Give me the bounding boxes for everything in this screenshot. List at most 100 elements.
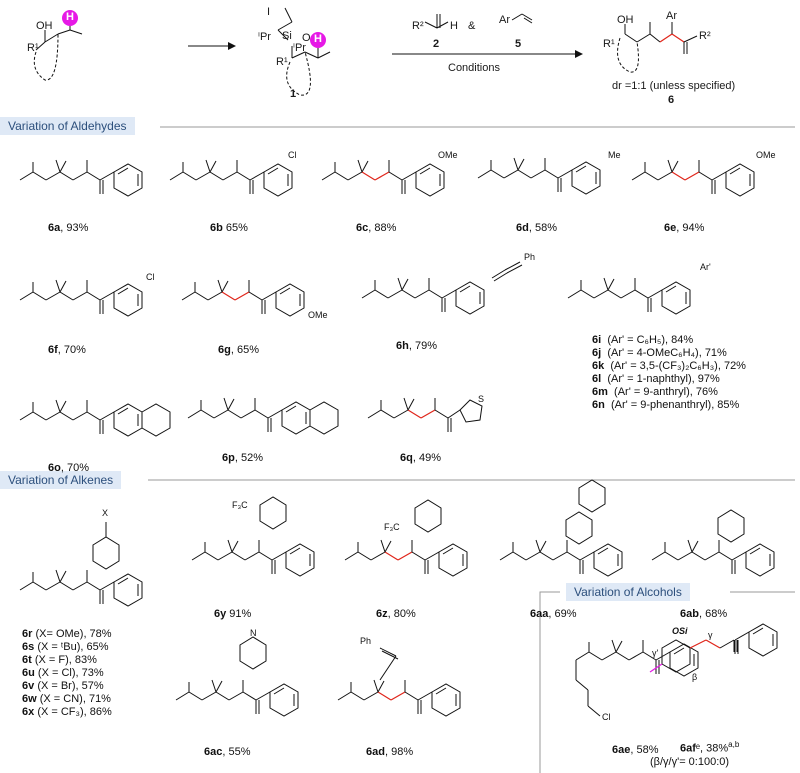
r2-label-6: R² [699,30,711,42]
label-6c: 6c, 88% [356,222,397,234]
osi-label: OSi [672,626,688,636]
compound-2-label: 2 [433,38,440,50]
ipr-label-2: ⁱPr [293,42,306,54]
label-6x: 6x (X = CF₃), 86% [22,706,112,718]
banner-aldehydes: Variation of Aldehydes [0,117,135,135]
alkene-list: 6r (X= OMe), 78% 6s (X = ᵗBu), 65% 6t (X… [22,628,112,719]
label-6n: 6n (Ar' = 9-phenanthryl), 85% [592,399,740,411]
sub-6z: F₃C [384,522,400,532]
label-6w: 6w (X = CN), 71% [22,693,111,705]
banner-alcohols: Variation of Alcohols [566,583,690,601]
ipr-label-1: ⁱPr [258,31,271,43]
label-6k: 6k (Ar' = 3,5-(CF₃)₂C₆H₃), 72% [592,360,746,372]
silyl-ether-structure [277,7,331,96]
ar-label-6: Ar [666,10,677,22]
label-6q: 6q, 49% [400,452,441,464]
label-6g: 6g, 65% [218,344,259,356]
H-highlight-2 [310,32,326,48]
label-6d: 6d, 58% [516,222,557,234]
label-6u: 6u (X = Cl), 73% [22,667,104,679]
structure-6q [367,397,483,432]
label-6v: 6v (X = Br), 57% [22,680,104,692]
h-atom-1: H [66,11,74,23]
structure-6o [19,399,171,437]
label-6j: 6j (Ar' = 4-OMeC₆H₄), 71% [592,347,727,359]
beta-label: β [692,672,698,682]
label-6ab: 6ab, 68% [680,608,728,620]
structure-6y [191,496,315,577]
oh-label: OH [36,20,53,32]
label-6z: 6z, 80% [376,608,416,620]
structure-6aa [499,479,623,577]
label-6f: 6f, 70% [48,344,86,356]
label-6o: 6o, 70% [48,462,89,474]
h-atom-2: H [314,33,322,45]
structure-6z [344,499,468,577]
sub-6c: OMe [438,150,458,160]
label-6ae: 6ae, 58% [612,744,659,756]
substrate-alcohol-structure [33,10,83,81]
structure-6h [361,261,523,315]
compound-6-label: 6 [668,94,675,106]
sub-6ad: Ph [360,636,372,646]
structure-6a [19,159,143,197]
sub-6b: Cl [288,150,297,160]
alkene-list-header: X [102,508,109,518]
structure-6f [19,279,143,317]
banner-alkenes: Variation of Alkenes [0,471,122,489]
label-6b: 6b 65% [210,222,248,234]
structure-6b [169,159,293,197]
label-6ac: 6ac, 55% [204,746,251,758]
gamma-label: γ [708,630,713,640]
label-6i: 6i (Ar' = C₆H₅), 84% [592,334,694,346]
structure-6ac [175,636,299,717]
structure-6r-x [19,522,143,607]
r1-label-2: R¹ [276,56,288,68]
structure-6e [631,159,755,197]
aryl-list: 6i (Ar' = C₆H₅), 84% 6j (Ar' = 4-OMeC₆H₄… [592,334,746,412]
structure-6c [321,159,445,197]
iodo-label: I [267,6,271,18]
sub-6ac: N [250,628,257,638]
H-highlight-1 [62,10,78,26]
ar-label: Ar [499,14,510,26]
aldehyde-2-structure [424,14,449,29]
product-6-structure [617,22,698,73]
label-6y: 6y 91% [214,608,252,620]
ratio-note: (β/γ/γ'= 0:100:0) [650,756,730,768]
sub-6y: F₃C [232,500,248,510]
sub-6f: Cl [146,272,155,282]
label-6a: 6a, 93% [48,222,89,234]
label-6s: 6s (X = ᵗBu), 65% [22,641,109,653]
label-6r: 6r (X= OMe), 78% [22,628,112,640]
sub-6q: S [478,394,485,404]
structure-6ad [337,647,461,717]
structure-6af [649,623,778,673]
label-6t: 6t (X = F), 83% [22,654,97,666]
si-label: Si [282,30,292,42]
label-6af: 6afᵉ, 38%a,b [680,740,740,755]
r1-label-6: R¹ [603,38,615,50]
structure-6ab [651,509,775,577]
compound-5-label: 5 [515,38,522,50]
sub-6e: OMe [756,150,776,160]
gamma-prime-label: γ' [652,648,659,658]
structure-6ae [575,639,699,717]
aryl-list-header: Ar' [700,262,711,272]
h-ald-label: H [450,20,458,32]
structure-6g [181,279,305,317]
alcohols-bracket [539,591,560,773]
sub-6h: Ph [524,252,536,262]
r2-label: R² [412,20,424,32]
amp-label: & [468,20,476,32]
r1-label: R¹ [27,42,39,54]
label-6p: 6p, 52% [222,452,263,464]
compound-1-label: 1 [290,88,297,100]
label-6h: 6h, 79% [396,340,437,352]
oh-label-6: OH [617,14,634,26]
label-6e: 6e, 94% [664,222,705,234]
structure-6p [187,397,339,435]
dr-text: dr =1:1 (unless specified) [612,80,736,92]
label-6l: 6l (Ar' = 1-naphthyl), 97% [592,373,720,385]
